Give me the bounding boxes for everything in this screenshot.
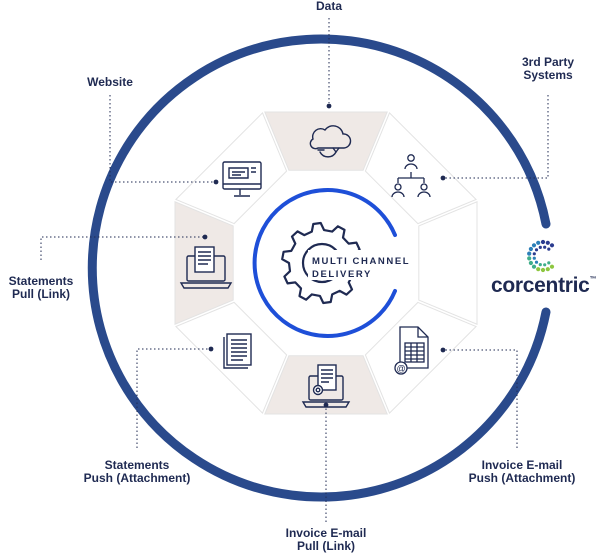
label-third-party-systems: 3rd Party Systems — [521, 55, 575, 82]
document-icon — [223, 333, 252, 369]
org-chart-icon — [391, 154, 431, 198]
leader-lines — [40, 18, 549, 522]
corcentric-logo-mark — [527, 239, 555, 273]
center-title-line1: MULTI CHANNEL — [312, 256, 410, 267]
label-statements-push: Statements Push (Attachment) — [83, 458, 191, 485]
segment-statements-push — [175, 301, 288, 414]
label-invoice-email-pull: Invoice E-mail Pull (Link) — [285, 526, 367, 553]
label-invoice-email-push: Invoice E-mail Push (Attachment) — [468, 458, 576, 485]
monitor-icon — [222, 161, 262, 197]
center-ring — [252, 188, 397, 338]
svg-text:@: @ — [397, 364, 406, 374]
label-data: Data — [315, 0, 342, 13]
label-website: Website — [87, 75, 133, 89]
leader-dots — [202, 103, 446, 408]
laptop-document-icon — [179, 246, 233, 289]
cloud-sync-icon — [309, 125, 352, 158]
segment-data — [264, 111, 388, 171]
spreadsheet-email-icon: @ — [394, 326, 429, 375]
label-statements-pull: Statements Pull (Link) — [8, 274, 74, 301]
laptop-invoice-icon — [301, 364, 351, 408]
center-title-line2: DELIVERY — [312, 269, 372, 280]
brand-trademark: ™ — [589, 276, 597, 283]
corcentric-wordmark: corcentric™ — [491, 274, 597, 298]
segment-empty-right — [364, 301, 477, 414]
segment-third-party — [364, 112, 477, 225]
segment-invoice-push — [418, 201, 478, 325]
outer-ring — [87, 34, 551, 502]
brand-name: corcentric — [491, 274, 590, 297]
